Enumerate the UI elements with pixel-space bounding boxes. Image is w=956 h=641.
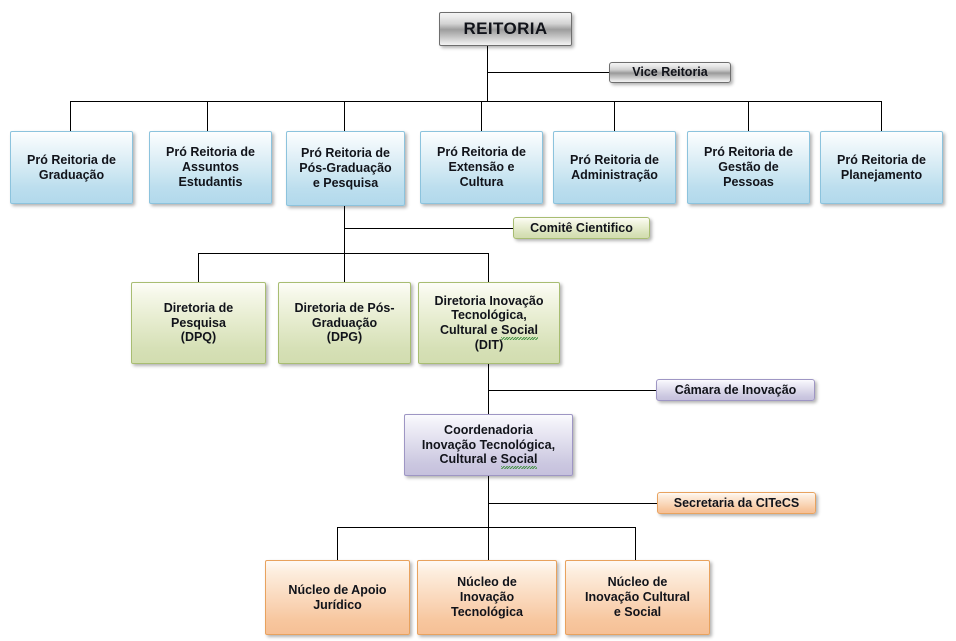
node-label: Pró Reitoria de Gestão de Pessoas xyxy=(704,145,793,189)
connector-drop-dir-2 xyxy=(344,253,345,282)
node-label: Coordenadoria Inovação Tecnológica, Cult… xyxy=(421,422,556,469)
connector-coord-to-secretaria xyxy=(488,503,657,504)
connector-dit-spine xyxy=(488,364,489,414)
node-label: Diretoria de Pesquisa (DPQ) xyxy=(163,300,234,345)
connector-drop-pr-2 xyxy=(207,101,208,131)
node-diretoria-inovacao-tecnologica[interactable]: Diretoria Inovação Tecnológica, Cultural… xyxy=(418,282,560,364)
node-coordenadoria-citecs[interactable]: Coordenadoria Inovação Tecnológica, Cult… xyxy=(404,414,573,476)
node-label: Pró Reitoria de Pós-Graduação e Pesquisa xyxy=(299,146,392,190)
connector-drop-pr-3 xyxy=(344,101,345,131)
node-label: Diretoria Inovação Tecnológica, Cultural… xyxy=(434,293,544,352)
connector-coord-spine xyxy=(488,476,489,561)
node-label: Pró Reitoria de Extensão e Cultura xyxy=(437,145,526,189)
node-label: Pró Reitoria de Planejamento xyxy=(837,152,926,182)
node-pro-reitoria-graduacao[interactable]: Pró Reitoria de Graduação xyxy=(10,131,133,204)
node-nucleo-apoio-juridico[interactable]: Núcleo de Apoio Jurídico xyxy=(265,560,410,635)
node-diretoria-pos-graduacao[interactable]: Diretoria de Pós- Graduação (DPG) xyxy=(278,282,411,364)
node-comite-cientifico-label: Comitê Cientifico xyxy=(530,220,633,235)
node-vice-reitoria[interactable]: Vice Reitoria xyxy=(609,62,731,83)
spellcheck-underline: Social xyxy=(501,323,538,340)
node-reitoria-label: REITORIA xyxy=(463,18,548,38)
node-label: Pró Reitoria de Graduação xyxy=(27,152,116,182)
connector-drop-pr-1 xyxy=(70,101,71,131)
node-label: Diretoria de Pós- Graduação (DPG) xyxy=(294,300,395,345)
connector-drop-dir-1 xyxy=(198,253,199,282)
node-pro-reitoria-extensao-cultura[interactable]: Pró Reitoria de Extensão e Cultura xyxy=(420,131,543,204)
connector-dit-to-camara xyxy=(488,390,656,391)
node-nucleo-inovacao-cultural-social[interactable]: Núcleo de Inovação Cultural e Social xyxy=(565,560,710,635)
node-label: Pró Reitoria de Assuntos Estudantis xyxy=(166,145,255,189)
node-label: Núcleo de Inovação Tecnológica xyxy=(450,575,523,619)
node-vice-reitoria-label: Vice Reitoria xyxy=(632,65,708,80)
connector-drop-pr-5 xyxy=(614,101,615,131)
connector-root-spine xyxy=(487,46,488,102)
connector-prpg-to-comite xyxy=(344,228,513,229)
connector-pro-reitoria-bus xyxy=(70,101,882,102)
node-camara-inovacao-label: Câmara de Inovação xyxy=(674,382,797,397)
spellcheck-underline: Social xyxy=(500,452,538,469)
node-secretaria-citecs-label: Secretaria da CITeCS xyxy=(673,495,800,510)
node-reitoria[interactable]: REITORIA xyxy=(439,12,572,46)
node-label: Pró Reitoria de Administração xyxy=(570,152,659,182)
connector-root-to-vice xyxy=(487,72,609,73)
connector-nucleo-bus xyxy=(337,527,636,528)
node-pro-reitoria-planejamento[interactable]: Pró Reitoria de Planejamento xyxy=(820,131,943,204)
node-pro-reitoria-gestao-pessoas[interactable]: Pró Reitoria de Gestão de Pessoas xyxy=(687,131,810,204)
connector-drop-pr-7 xyxy=(881,101,882,131)
node-secretaria-citecs[interactable]: Secretaria da CITeCS xyxy=(657,492,816,514)
node-label: Núcleo de Inovação Cultural e Social xyxy=(585,575,690,619)
connector-diretoria-bus xyxy=(198,253,488,254)
connector-drop-nuc-1 xyxy=(337,527,338,560)
node-pro-reitoria-pos-graduacao-pesquisa[interactable]: Pró Reitoria de Pós-Graduação e Pesquisa xyxy=(286,131,405,206)
node-nucleo-inovacao-tecnologica[interactable]: Núcleo de Inovação Tecnológica xyxy=(417,560,557,635)
node-camara-inovacao[interactable]: Câmara de Inovação xyxy=(656,379,815,401)
connector-prpg-spine xyxy=(344,206,345,254)
connector-drop-pr-6 xyxy=(748,101,749,131)
node-pro-reitoria-assuntos-estudantis[interactable]: Pró Reitoria de Assuntos Estudantis xyxy=(149,131,272,204)
node-comite-cientifico[interactable]: Comitê Cientifico xyxy=(513,217,650,239)
connector-drop-nuc-2 xyxy=(488,527,489,560)
connector-drop-pr-4 xyxy=(481,101,482,131)
connector-drop-dir-3 xyxy=(488,253,489,282)
node-pro-reitoria-administracao[interactable]: Pró Reitoria de Administração xyxy=(553,131,676,204)
node-diretoria-pesquisa[interactable]: Diretoria de Pesquisa (DPQ) xyxy=(131,282,266,364)
node-label: Núcleo de Apoio Jurídico xyxy=(288,582,387,612)
connector-drop-nuc-3 xyxy=(635,527,636,560)
